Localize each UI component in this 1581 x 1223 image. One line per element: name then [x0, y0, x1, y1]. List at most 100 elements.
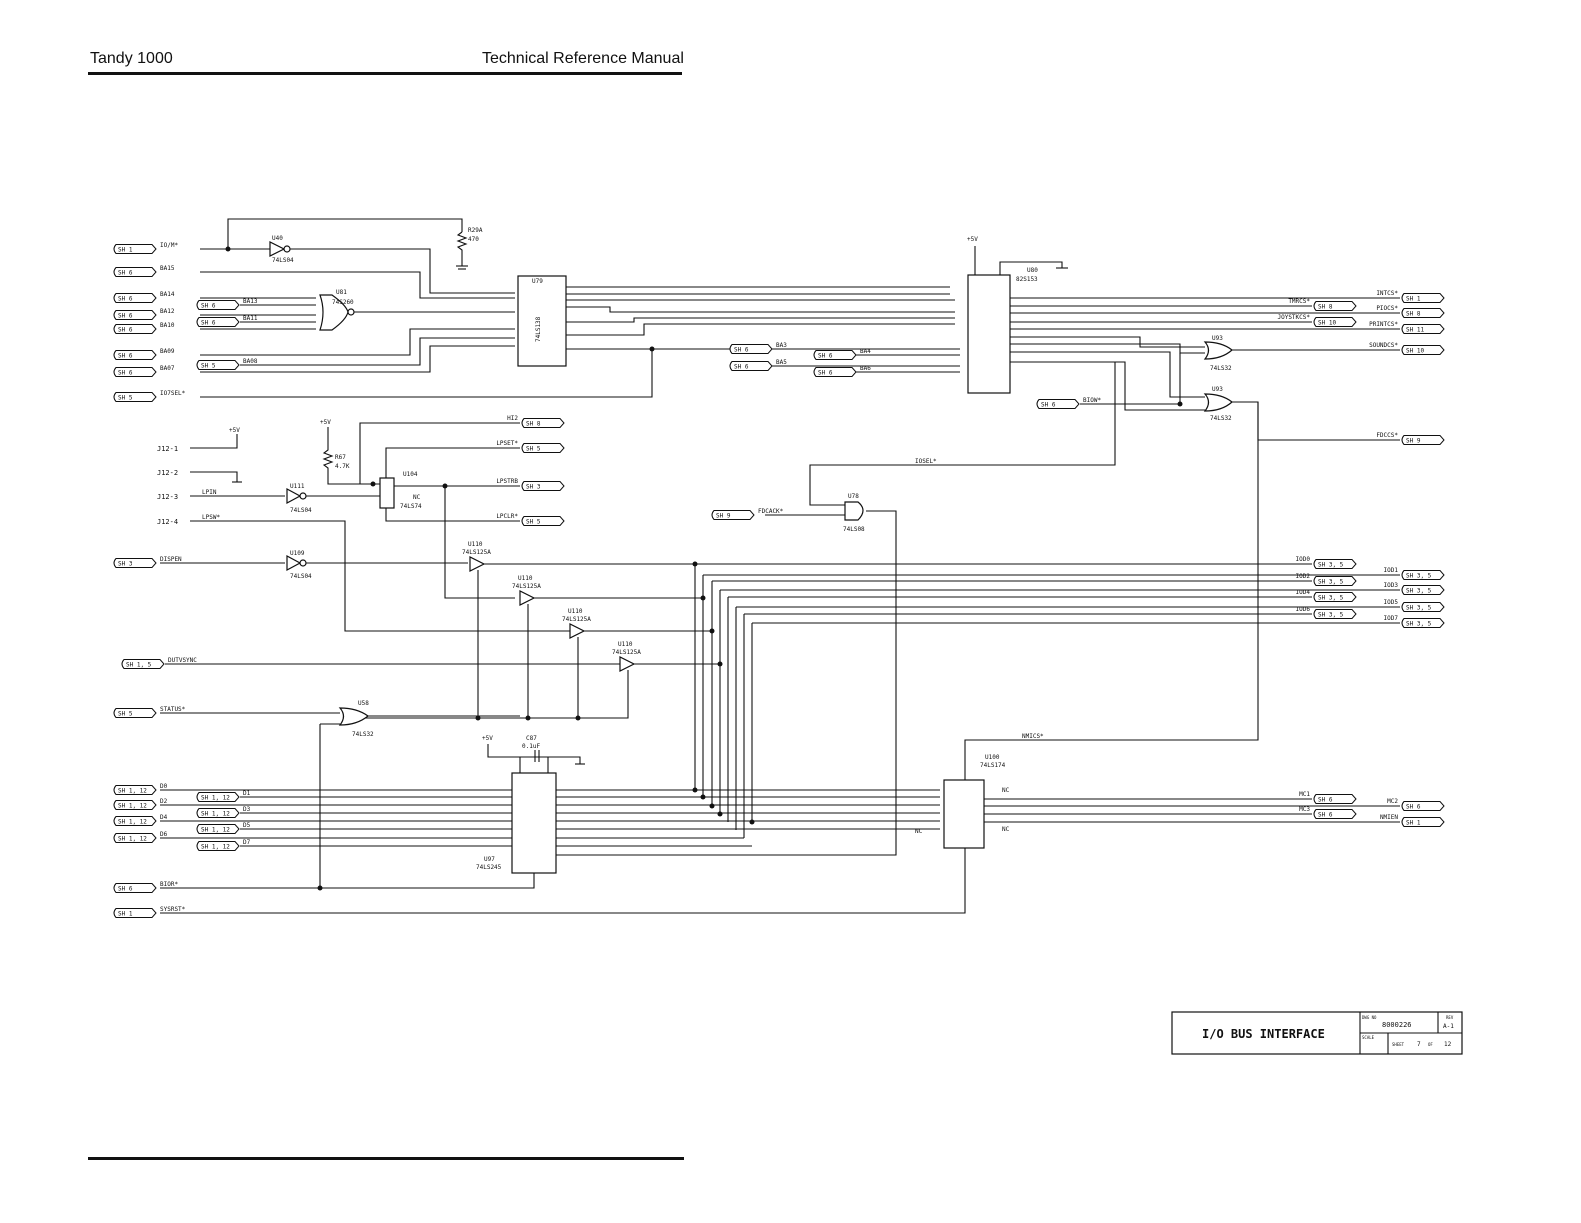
offsheet-sheet-ref: SH 1 — [1406, 296, 1421, 303]
u97-transceiver: U97 74LS245 — [476, 772, 557, 874]
offsheet-sheet-ref: SH 9 — [716, 513, 731, 520]
u100-nc-3: NC — [915, 828, 923, 835]
offsheet-signal-name: MC2 — [1387, 798, 1398, 805]
lpsw-label: LPSW* — [202, 514, 220, 521]
u100-register: U100 74LS174 — [943, 754, 1006, 849]
offsheet-sheet-ref: SH 3, 5 — [1318, 579, 1344, 586]
title-block-sheet-label: SHEET — [1392, 1042, 1405, 1047]
offsheet-signal-name: BA14 — [160, 291, 175, 298]
offsheet-sheet-ref: SH 8 — [1406, 311, 1421, 318]
r29a-resistor: R29A 470 — [456, 227, 483, 270]
u110c-ref: U110 — [568, 608, 583, 615]
offsheet-sheet-ref: SH 9 — [1406, 438, 1421, 445]
offsheet-intcs: SH 1 INTCS* — [1376, 290, 1445, 303]
j12-pin3: J12-3 — [157, 493, 178, 501]
offsheet-sheet-ref: SH 6 — [118, 270, 133, 277]
header-title-right: Technical Reference Manual — [482, 50, 684, 67]
net-iosel: IOSEL* — [915, 458, 937, 465]
offsheet-signal-name: BA3 — [776, 342, 787, 349]
offsheet-sheet-ref: SH 11 — [1406, 327, 1424, 334]
offsheet-sheet-ref: SH 5 — [118, 395, 133, 402]
j12-pin2: J12-2 — [157, 469, 178, 477]
offsheet-sheet-ref: SH 3 — [118, 561, 133, 568]
offsheet-signal-name: BIOW* — [1083, 397, 1101, 404]
offsheet-signal-name: BA11 — [243, 315, 258, 322]
offsheet-signal-name: IOD1 — [1384, 567, 1399, 574]
offsheet-sheet-ref: SH 3, 5 — [1318, 562, 1344, 569]
r29a-ref: R29A — [468, 227, 483, 234]
u58-type: 74LS32 — [352, 731, 374, 738]
offsheet-signal-name: DUTVSYNC — [168, 657, 197, 664]
j12-pin4: J12-4 — [157, 518, 178, 526]
offsheet-sheet-ref: SH 1, 12 — [201, 811, 230, 818]
offsheet-signal-name: D0 — [160, 783, 168, 790]
offsheet-signal-name: SOUNDCS* — [1369, 342, 1398, 349]
offsheet-iod1: SH 3, 5 IOD1 — [1384, 567, 1445, 580]
header-title-left: Tandy 1000 — [90, 50, 173, 67]
offsheet-sheet-ref: SH 3 — [526, 484, 541, 491]
u97-ref: U97 — [484, 856, 495, 863]
offsheet-signal-name: D3 — [243, 806, 251, 813]
offsheet-ba4: SH 6 BA4 — [813, 348, 871, 360]
offsheet-sheet-ref: SH 1, 12 — [118, 836, 147, 843]
u111-inverter: U111 74LS04 — [286, 483, 312, 514]
offsheet-signal-name: IOD6 — [1296, 606, 1311, 613]
u40-type: 74LS04 — [272, 257, 294, 264]
r67-value: 4.7K — [335, 463, 350, 470]
offsheet-signal-name: TMRCS* — [1288, 298, 1310, 305]
u110d-ref: U110 — [618, 641, 633, 648]
offsheet-signal-name: D5 — [243, 822, 251, 829]
offsheet-sheet-ref: SH 3, 5 — [1406, 573, 1432, 580]
u110-buffer-b: U110 74LS125A — [512, 575, 541, 606]
u93a-type: 74LS32 — [1210, 365, 1232, 372]
u111-ref: U111 — [290, 483, 305, 490]
offsheet-sheet-ref: SH 5 — [526, 446, 541, 453]
j12-supply: +5V — [229, 427, 240, 434]
u100-ref: U100 — [985, 754, 1000, 761]
u110-buffer-a: U110 74LS125A — [462, 541, 491, 572]
offsheet-sheet-ref: SH 3, 5 — [1318, 595, 1344, 602]
u79-type: 74LS138 — [535, 316, 542, 342]
offsheet-signal-name: BA12 — [160, 308, 175, 315]
offsheet-signal-name: IOD5 — [1384, 599, 1399, 606]
u81-ref: U81 — [336, 289, 347, 296]
offsheet-signal-name: FDCCS* — [1376, 432, 1398, 439]
title-block-scale-label: SCALE — [1362, 1035, 1375, 1040]
u110-buffer-d: U110 74LS125A — [612, 641, 641, 672]
offsheet-signal-name: BA4 — [860, 348, 871, 355]
u93b-type: 74LS32 — [1210, 415, 1232, 422]
offsheet-sheet-ref: SH 6 — [118, 313, 133, 320]
u110c-type: 74LS125A — [562, 616, 591, 623]
offsheet-sheet-ref: SH 5 — [201, 363, 216, 370]
offsheet-sheet-ref: SH 6 — [201, 303, 216, 310]
offsheet-signal-name: D7 — [243, 839, 251, 846]
u80-pla: U80 82S153 — [967, 267, 1038, 394]
u78-ref: U78 — [848, 493, 859, 500]
offsheet-sheet-ref: SH 6 — [734, 364, 749, 371]
offsheet-sheet-ref: SH 1, 12 — [201, 795, 230, 802]
u78-and-gate: U78 74LS08 — [843, 493, 865, 533]
offsheet-sheet-ref: SH 6 — [818, 353, 833, 360]
offsheet-sheet-ref: SH 6 — [118, 327, 133, 334]
offsheet-signal-name: INTCS* — [1376, 290, 1398, 297]
offsheet-signal-name: BA6 — [860, 365, 871, 372]
offsheet-signal-name: D1 — [243, 790, 251, 797]
